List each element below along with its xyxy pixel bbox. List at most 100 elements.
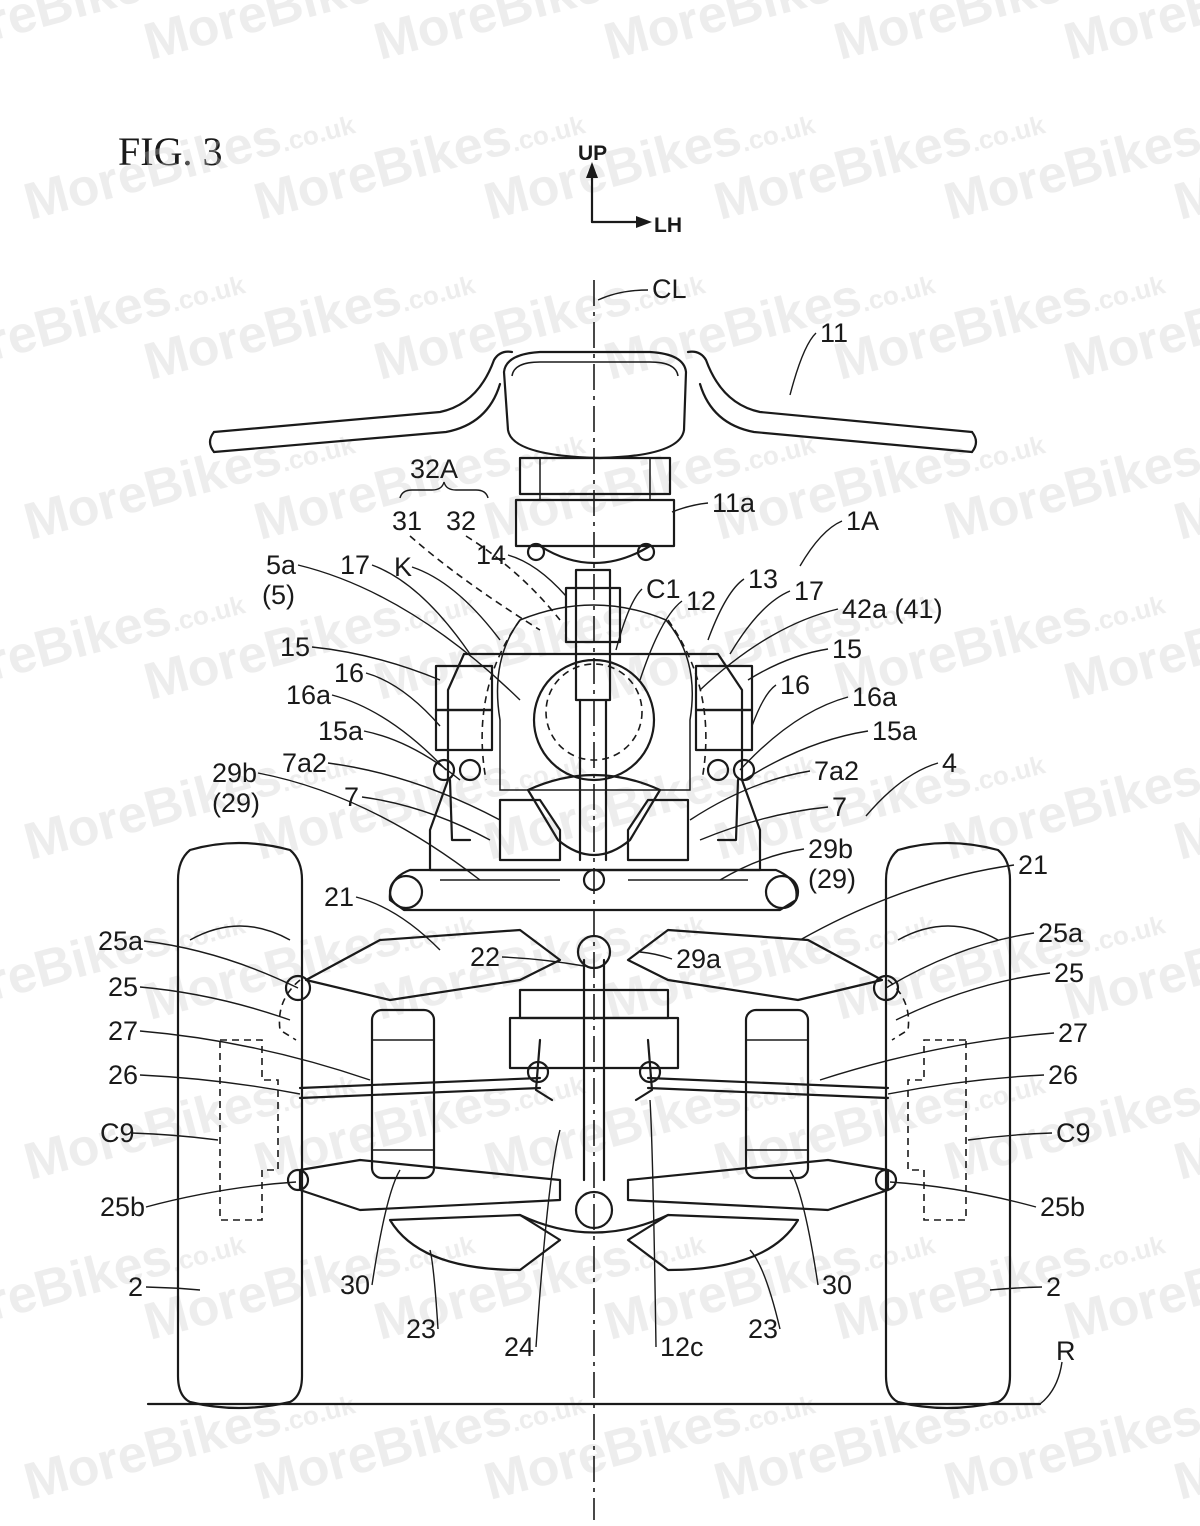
leader-16ar	[739, 696, 849, 771]
leader-2l	[145, 1286, 201, 1291]
leader-14	[507, 554, 567, 597]
leader-32	[465, 535, 561, 621]
leader-25ar	[885, 932, 1035, 989]
leader-11	[789, 332, 817, 396]
ref-label-k: K	[394, 552, 412, 582]
ref-label-16r: 16	[780, 670, 810, 700]
ref-label-32a: 32A	[410, 454, 458, 484]
leader-lines	[131, 332, 1055, 1348]
leader-c9r	[967, 1132, 1053, 1141]
leader-27r	[819, 1032, 1055, 1081]
ref-label-15r: 15	[832, 634, 862, 664]
ref-label-32: 32	[446, 506, 476, 536]
lower-arms	[286, 1158, 898, 1230]
leader-13	[707, 578, 745, 641]
under-guards	[388, 1213, 800, 1272]
leader-17r	[729, 590, 791, 655]
leader-23r	[749, 1249, 781, 1330]
ref-label-17l: 17	[340, 550, 370, 580]
ref-label-27r: 27	[1058, 1018, 1088, 1048]
leader-12c	[649, 1099, 657, 1348]
leader-c9l	[131, 1132, 219, 1141]
leader-21l	[355, 896, 441, 951]
ref-label-22: 22	[470, 942, 500, 972]
ref-label-25br: 25b	[1040, 1192, 1085, 1222]
leader-22	[501, 956, 585, 967]
ref-label-31: 31	[392, 506, 422, 536]
figure-title: FIG. 3	[118, 129, 223, 174]
leader-7r	[699, 806, 829, 841]
steering-column	[564, 568, 622, 1182]
ref-label-16l: 16	[334, 658, 364, 688]
ref-label-c1: C1	[646, 574, 681, 604]
leader-30r	[789, 1169, 819, 1286]
leader-23l	[429, 1249, 439, 1330]
leader-31	[409, 535, 541, 631]
ref-label-7a2r: 7a2	[814, 756, 859, 786]
headlight	[502, 350, 688, 460]
leader-7a2l	[327, 762, 501, 821]
link-mechanism	[498, 773, 690, 892]
leader-5a	[297, 564, 521, 701]
watermark: MoreBikes.co.uk	[938, 728, 1200, 872]
watermark: MoreBikes.co.uk	[1058, 0, 1200, 72]
ref-label-7l: 7	[344, 782, 359, 812]
upper-cross-member	[388, 868, 800, 912]
ref-label-25bl: 25b	[100, 1192, 145, 1222]
ref-label-4: 4	[942, 748, 957, 778]
leader-17l	[371, 564, 471, 655]
ref-label-26l: 26	[108, 1060, 138, 1090]
leader-15ar	[743, 730, 869, 781]
direction-up-label: UP	[578, 142, 607, 165]
leader-29a	[639, 951, 673, 960]
ref-label-25ar: 25a	[1038, 918, 1084, 948]
ref-label-21l: 21	[324, 882, 354, 912]
ref-label-29r: (29)	[808, 864, 856, 894]
leader-26l	[139, 1074, 301, 1095]
ref-label-21r: 21	[1018, 850, 1048, 880]
ref-label-14: 14	[476, 540, 506, 570]
leader-15r	[747, 648, 829, 681]
leader-2r	[989, 1286, 1043, 1291]
ref-label-15al: 15a	[318, 716, 364, 746]
ref-label-13: 13	[748, 564, 778, 594]
watermark: MoreBikes.co.uk	[938, 1368, 1200, 1512]
leader-1a	[799, 520, 843, 567]
ref-label-15ar: 15a	[872, 716, 918, 746]
leader-16al	[331, 694, 447, 771]
ref-label-30r: 30	[822, 1270, 852, 1300]
ref-label-16ar: 16a	[852, 682, 898, 712]
leader-25l	[139, 986, 291, 1021]
leader-15l	[311, 646, 441, 681]
leader-25al	[143, 940, 299, 989]
ref-label-16al: 16a	[286, 680, 332, 710]
central-pivot	[508, 934, 680, 1102]
ref-label-25r: 25	[1054, 958, 1084, 988]
leader-25bl	[145, 1181, 297, 1208]
left-wheel	[176, 841, 304, 1410]
ref-label-23r: 23	[748, 1314, 778, 1344]
direction-indicator	[586, 162, 652, 228]
ref-label-11a: 11a	[712, 488, 756, 518]
leader-12	[639, 600, 683, 681]
direction-lh-label: LH	[654, 214, 682, 237]
ref-label-12: 12	[686, 586, 716, 616]
leader-26r	[887, 1074, 1045, 1095]
leader-11a	[671, 502, 709, 513]
leader-30l	[371, 1169, 401, 1286]
ref-label-29a: 29a	[676, 944, 722, 974]
right-wheel	[884, 841, 1012, 1410]
ref-label-29br: 29b	[808, 834, 853, 864]
leader-25r	[895, 972, 1051, 1021]
leader-29bl	[257, 772, 481, 881]
ref-label-c9l: C9	[100, 1118, 135, 1148]
ref-label-29l: (29)	[212, 788, 260, 818]
ref-label-7r: 7	[832, 792, 847, 822]
leader-15al	[363, 730, 461, 781]
ref-label-17r: 17	[794, 576, 824, 606]
ref-label-27l: 27	[108, 1016, 138, 1046]
